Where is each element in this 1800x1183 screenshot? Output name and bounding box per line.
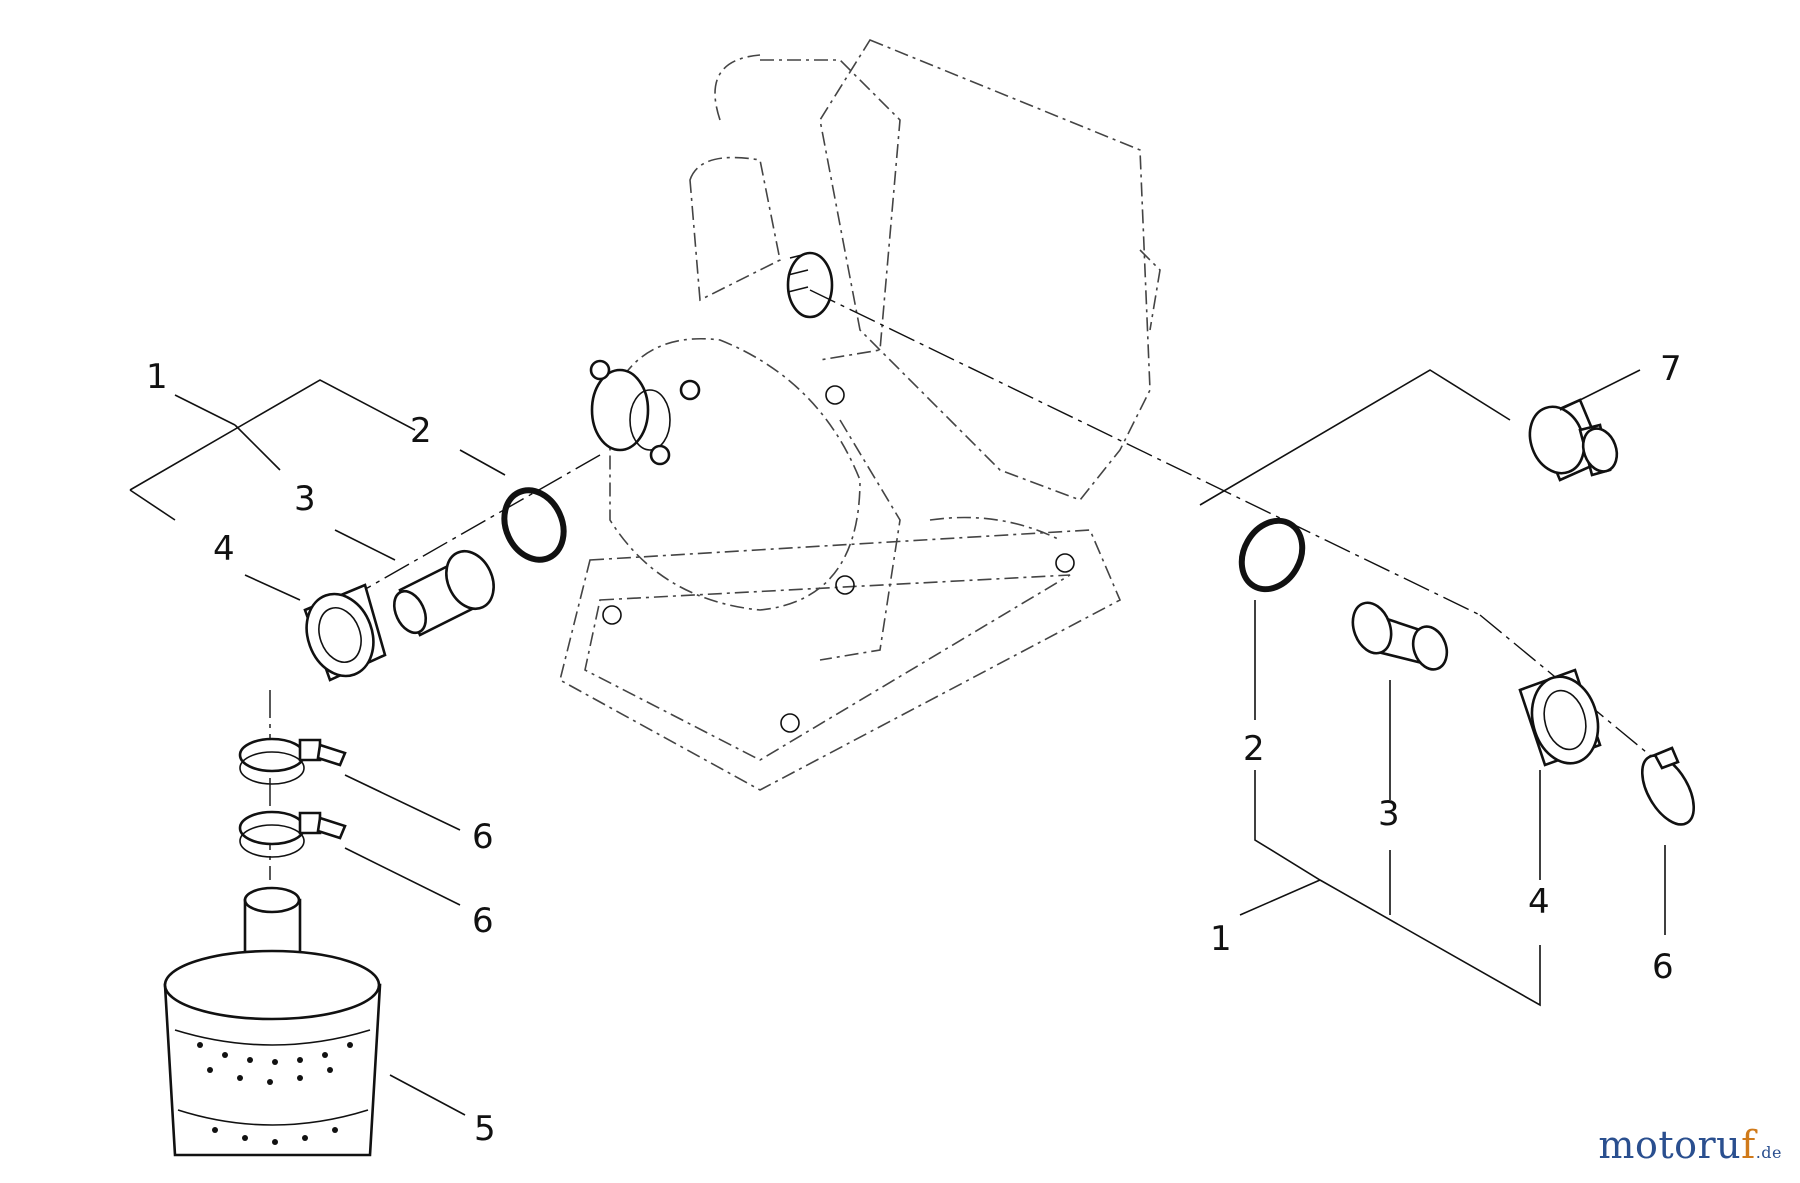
callout-right-4: 4 — [1528, 882, 1550, 922]
callout-right-2: 2 — [1243, 729, 1265, 769]
callout-labels: 1 2 3 4 6 6 5 7 2 3 4 6 1 — [146, 349, 1682, 1149]
right-o-ring — [1238, 517, 1306, 593]
right-adapter — [1528, 398, 1619, 482]
suction-strainer — [163, 886, 382, 1157]
left-hose-clamp-lower — [238, 810, 347, 858]
left-union-nut — [303, 583, 387, 682]
watermark-logo: motoruf.de — [1598, 1123, 1782, 1167]
pump-outlet-port — [786, 251, 834, 319]
callout-left-1: 1 — [146, 357, 168, 397]
left-hose-nipple — [392, 549, 495, 637]
callout-right-1: 1 — [1210, 919, 1232, 959]
pump-inlet-port — [589, 359, 701, 466]
right-union-nut — [1518, 668, 1602, 767]
callout-right-7: 7 — [1660, 349, 1682, 389]
pump-body-ghost — [559, 39, 1161, 791]
callout-right-3: 3 — [1378, 794, 1400, 834]
callout-left-6a: 6 — [472, 817, 494, 857]
callout-left-3: 3 — [294, 479, 316, 519]
watermark-suffix: .de — [1755, 1143, 1782, 1162]
callout-left-2: 2 — [410, 411, 432, 451]
right-hose-nipple — [1351, 601, 1449, 671]
callout-left-6b: 6 — [472, 901, 494, 941]
callout-left-4: 4 — [213, 529, 235, 569]
leader-lines — [129, 369, 1666, 1116]
left-o-ring — [501, 487, 567, 563]
left-hose-clamp-upper — [238, 737, 347, 785]
callout-left-5: 5 — [474, 1109, 496, 1149]
watermark-accent: f — [1741, 1123, 1756, 1167]
watermark-main: motoru — [1598, 1123, 1742, 1167]
base-bolts — [602, 385, 1075, 733]
right-hose-clamp — [1640, 746, 1696, 826]
callout-right-6: 6 — [1652, 947, 1674, 987]
